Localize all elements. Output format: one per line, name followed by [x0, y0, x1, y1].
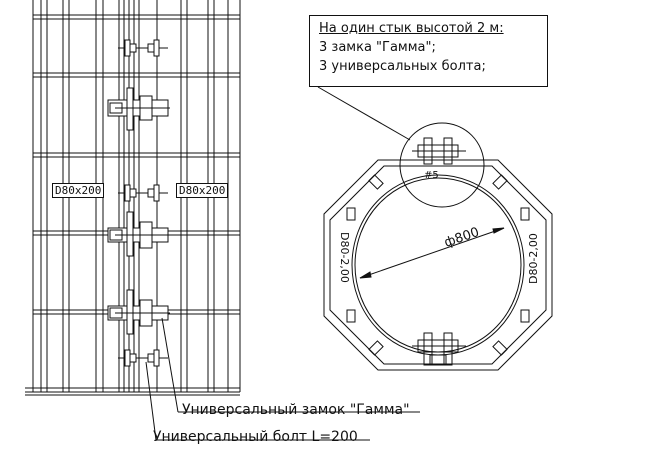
bolt-lower — [118, 349, 168, 367]
bolt-upper — [118, 39, 168, 57]
note-title: На один стык высотой 2 м: — [319, 21, 504, 36]
left-side-label: D80-2,00 — [338, 232, 351, 283]
column-section — [317, 86, 553, 371]
gamma-lock-upper — [107, 87, 170, 131]
diameter-label: ф800 — [442, 225, 481, 251]
gamma-lock-middle — [107, 211, 170, 257]
note-line-1: 3 замка "Гамма"; — [319, 40, 436, 55]
section-text: ф800 D80-2,00 D80-2,00 #5 — [338, 170, 540, 284]
note-line-2: 3 универсальных болта; — [319, 59, 486, 74]
gamma-lock-lower — [107, 289, 170, 335]
bolt-middle — [118, 184, 168, 202]
right-size-tag: D80x200 — [176, 183, 229, 198]
detail-mark: #5 — [424, 170, 439, 181]
note-box: На один стык высотой 2 м: 3 замка "Гамма… — [309, 15, 548, 87]
right-side-label: D80-2,00 — [527, 233, 540, 284]
leader-lines — [145, 317, 420, 441]
gamma-lock-label: Универсальный замок "Гамма" — [182, 402, 410, 418]
universal-bolt-label: Универсальный болт L=200 — [153, 429, 358, 445]
left-size-tag: D80x200 — [52, 183, 105, 198]
